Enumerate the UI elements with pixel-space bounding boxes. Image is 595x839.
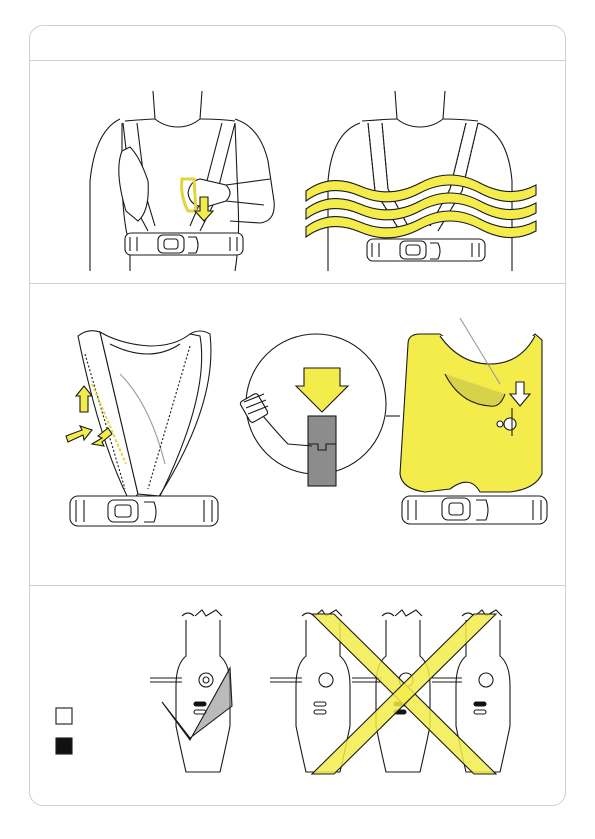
cylinder-incorrect-icon — [270, 610, 538, 774]
panel-fit-and-inflate — [30, 61, 565, 283]
pull-cord-detail-icon — [239, 334, 400, 486]
water-waves-icon — [306, 175, 536, 238]
panel-cylinder-check — [30, 586, 565, 805]
harness-open-arrows-icon — [66, 331, 218, 526]
cylinder-correct-icon — [150, 610, 232, 772]
inflated-vest-icon — [400, 318, 547, 524]
panel-2-illustration — [30, 284, 565, 585]
legend-empty-square — [56, 708, 72, 724]
panel-3-illustration — [30, 586, 565, 805]
panel-1-illustration — [30, 61, 565, 283]
person-wearing-harness-icon-2 — [328, 91, 512, 271]
panel-manual-inflation — [30, 284, 565, 585]
legend-filled-square — [56, 738, 72, 754]
